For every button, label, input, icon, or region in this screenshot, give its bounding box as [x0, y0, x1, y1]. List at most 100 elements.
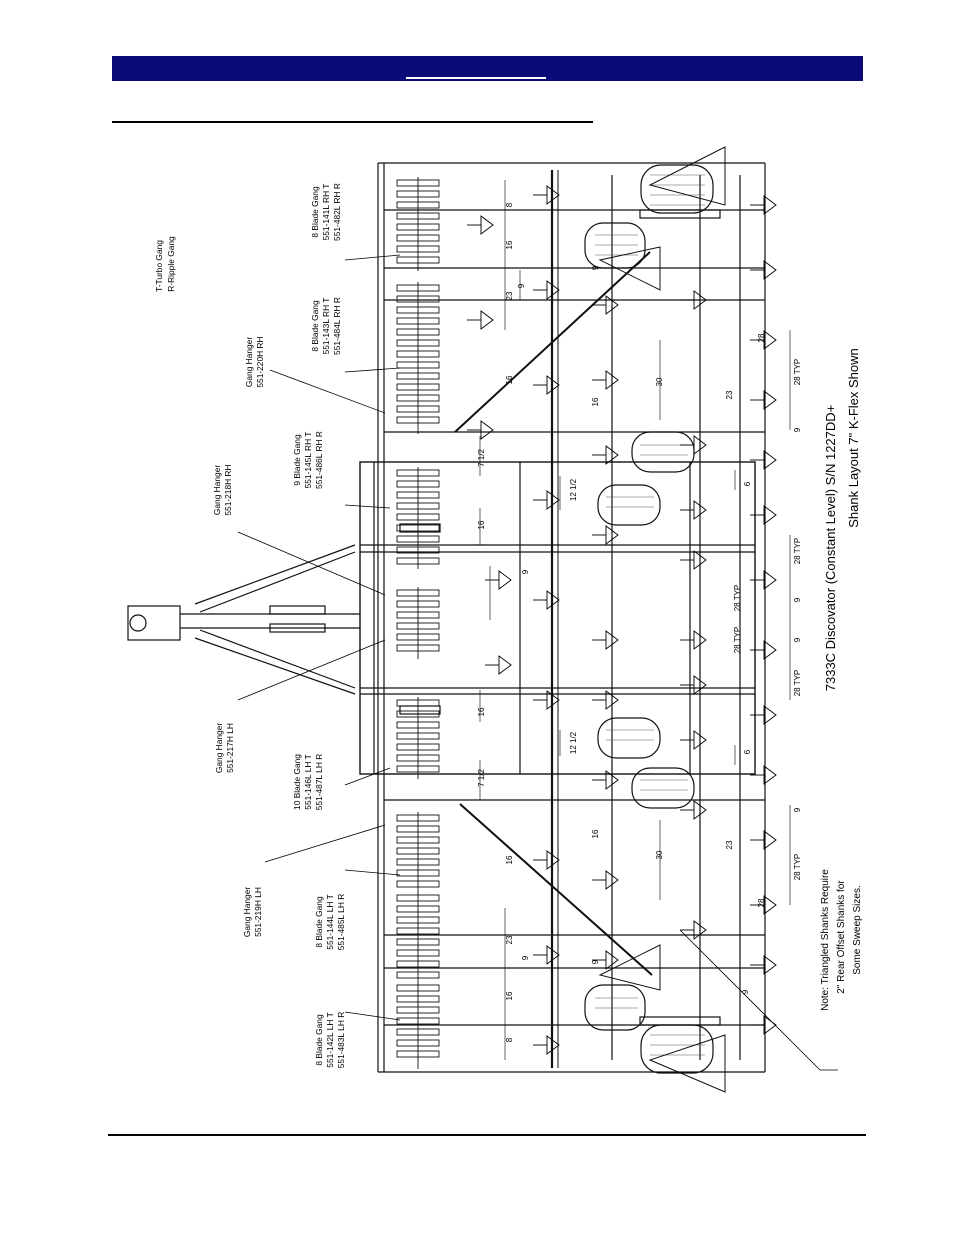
dimension-label: 28 TYP	[793, 670, 802, 697]
note-line2: 2" Rear Offset Shanks for	[836, 880, 847, 994]
callout-line: 8 Blade Gang	[310, 300, 320, 352]
shank-sweep	[467, 215, 494, 235]
drawing-labels: 7333C Discovator (Constant Level) S/N 12…	[154, 236, 863, 1011]
shank-sweep	[592, 445, 619, 465]
dimension-label: 23	[505, 935, 514, 944]
dimension-label: 16	[477, 707, 486, 716]
callout-line: 551-482L RH R	[332, 183, 342, 241]
shank-sweep	[680, 500, 707, 520]
shank-sweep	[533, 185, 560, 205]
dimension-label: 9	[521, 569, 530, 574]
callout-line: 551-486L RH R	[314, 431, 324, 489]
shank-sweep	[750, 195, 777, 215]
callout-line: Gang Hanger	[242, 887, 252, 937]
dimension-label: 9	[793, 427, 802, 432]
shank-sweep	[533, 1035, 560, 1055]
wheels	[584, 164, 714, 1074]
callout-line: 551-218H RH	[223, 464, 233, 515]
dimension-label: 8	[505, 1037, 514, 1042]
callout-line: 551-483L LH R	[336, 1012, 346, 1069]
callout-line: 551-141L RH T	[321, 184, 331, 241]
note-line3: Some Sweep Sizes.	[852, 885, 863, 975]
shank-sweep	[750, 765, 777, 785]
callout-line: 8 Blade Gang	[310, 186, 320, 238]
dimension-label: 7 1/2	[477, 769, 486, 787]
shank-sweep	[680, 800, 707, 820]
shank-sweep	[533, 690, 560, 710]
dimension-label: 28 TYP	[793, 538, 802, 565]
shank-sweep	[533, 850, 560, 870]
dimension-label: 23	[505, 291, 514, 300]
shank-sweep	[750, 450, 777, 470]
shank-sweep	[750, 390, 777, 410]
callout-line: Gang Hanger	[212, 465, 222, 515]
dimension-label: 28	[757, 333, 766, 342]
shank-sweep	[533, 490, 560, 510]
shank-sweep	[680, 435, 707, 455]
disc-gangs	[396, 177, 440, 1069]
shank-sweep	[485, 570, 512, 590]
shank-sweep	[592, 295, 619, 315]
shank-sweep	[750, 830, 777, 850]
dimension-label: 16	[591, 397, 600, 406]
shank-sweep	[592, 770, 619, 790]
section-heading-rule	[112, 121, 593, 123]
dimension-label: 8	[505, 202, 514, 207]
callout-line: Gang Hanger	[214, 723, 224, 773]
shank-sweep	[533, 280, 560, 300]
callout-line: 551-144L LH T	[325, 894, 335, 949]
callout-line: 551-145L RH T	[303, 432, 313, 489]
triangle-markers	[598, 146, 726, 1093]
legend-turbo: T-Turbo Gang	[154, 240, 164, 292]
callout-line: Gang Hanger	[244, 337, 254, 387]
shank-sweep	[750, 705, 777, 725]
header-title-underline	[406, 77, 546, 79]
shank-sweep	[467, 310, 494, 330]
shank-sweep	[592, 690, 619, 710]
dimension-label: 28 TYP	[733, 627, 742, 654]
shank-sweep	[680, 630, 707, 650]
dimension-label: 9	[591, 265, 600, 270]
drawing-title-line1: 7333C Discovator (Constant Level) S/N 12…	[823, 405, 838, 692]
callout-line: 551-146L LH T	[303, 754, 313, 809]
callout-line: 551-217H LH	[225, 723, 235, 773]
dimension-label: 16	[505, 991, 514, 1000]
dimension-label: 28 TYP	[733, 585, 742, 612]
callout-line: 551-485L LH R	[336, 894, 346, 951]
callout-line: 10 Blade Gang	[292, 754, 302, 810]
shank-sweep	[750, 1015, 777, 1035]
legend-ripple: R-Ripple Gang	[166, 236, 176, 292]
shank-sweep	[680, 730, 707, 750]
drawing-title-line2: Shank Layout 7" K-Flex Shown	[846, 348, 861, 528]
dimension-label: 12 1/2	[569, 731, 578, 754]
callout-leaders	[237, 254, 838, 1071]
shank-sweeps	[467, 185, 777, 1055]
callout-line: 551-487L LH R	[314, 754, 324, 811]
shank-sweep	[592, 950, 619, 970]
dimension-label: 9	[793, 597, 802, 602]
dimension-label: 23	[725, 390, 734, 399]
shank-sweep	[680, 675, 707, 695]
dimension-label: 30	[655, 377, 664, 386]
callout-line: 551-484L RH R	[332, 297, 342, 355]
dimension-label: 7 1/2	[477, 449, 486, 467]
shank-sweep	[750, 330, 777, 350]
dimension-label: 6	[743, 749, 752, 754]
shank-sweep	[592, 870, 619, 890]
shank-sweep	[467, 420, 494, 440]
header-bar	[112, 56, 863, 81]
dimension-label: 16	[477, 520, 486, 529]
dimension-label: 30	[655, 850, 664, 859]
shank-sweep	[592, 630, 619, 650]
dimension-label: 23	[725, 840, 734, 849]
shank-sweep	[750, 505, 777, 525]
shank-sweep	[750, 640, 777, 660]
shank-sweep	[750, 570, 777, 590]
dimension-label: 9	[517, 283, 526, 288]
dimension-label: 16	[505, 240, 514, 249]
shank-sweep	[750, 895, 777, 915]
callout-line: 8 Blade Gang	[314, 1014, 324, 1066]
